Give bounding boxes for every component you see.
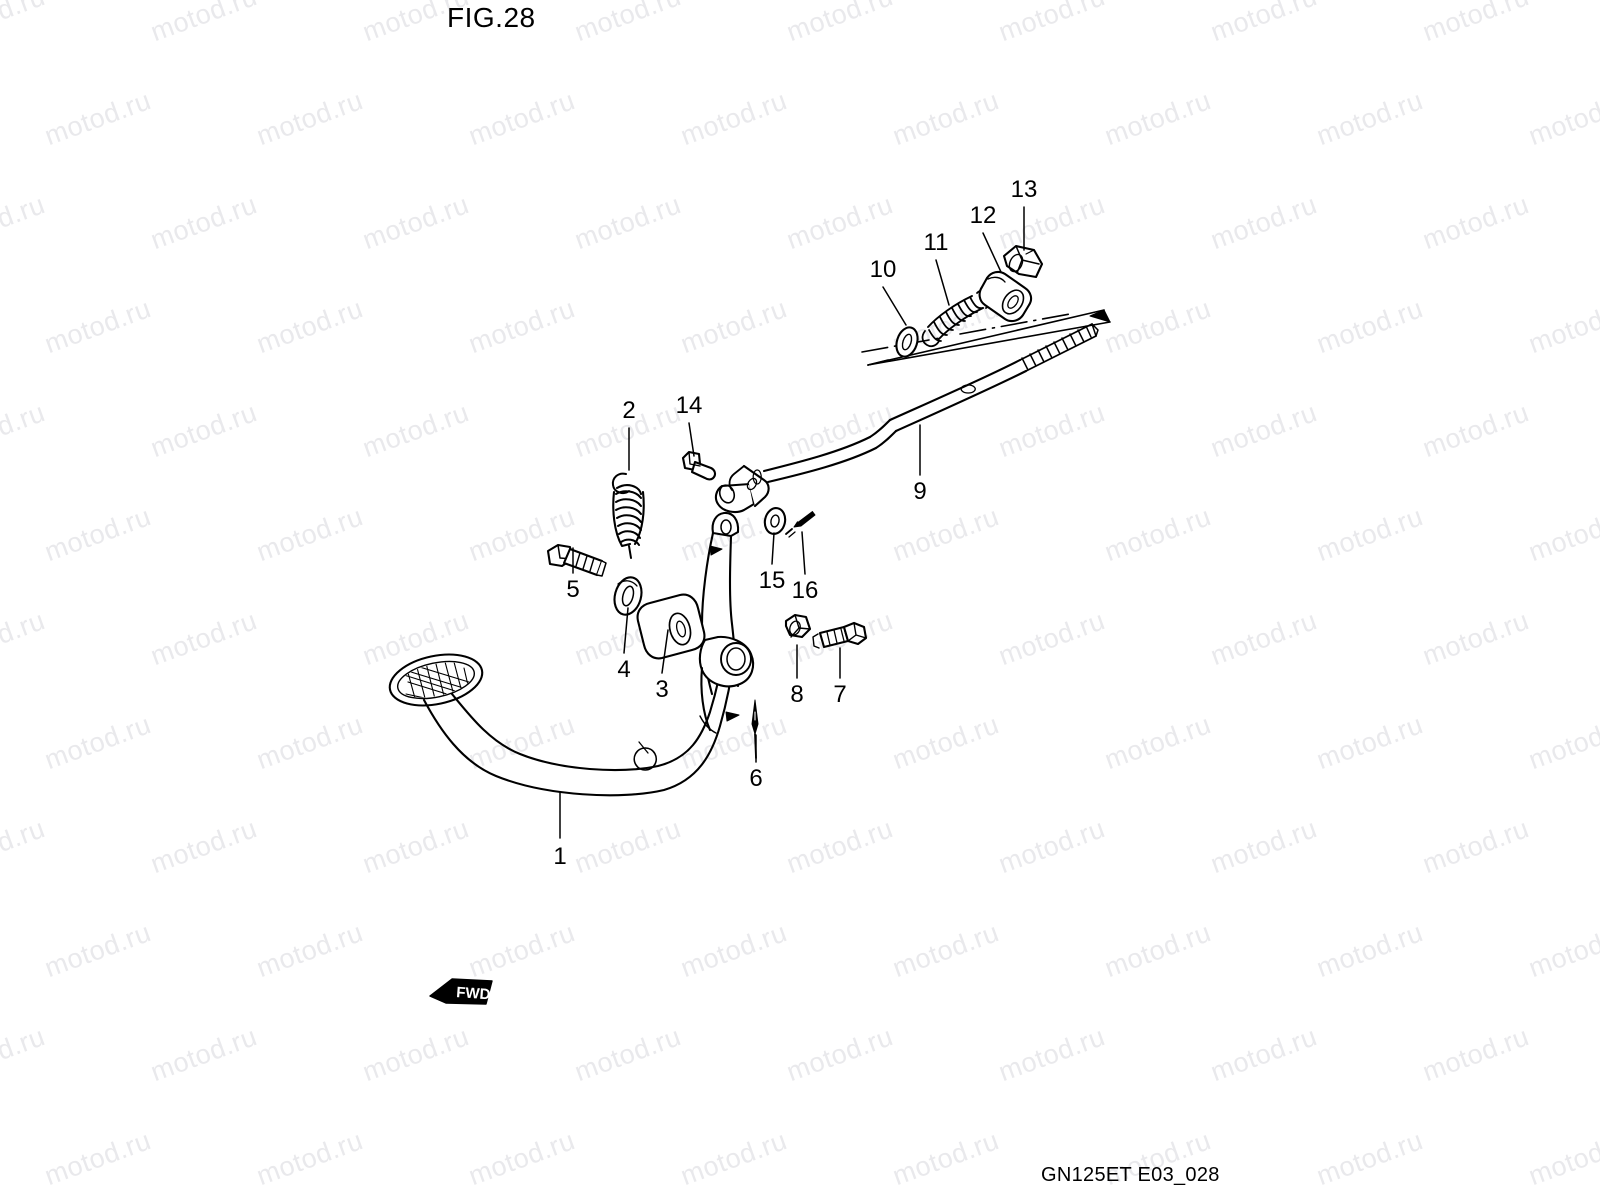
- callout-number-16: 16: [791, 577, 819, 604]
- part-rod-joint: [978, 270, 1033, 323]
- callout-number-6: 6: [749, 765, 763, 792]
- callout-number-12: 12: [969, 202, 997, 229]
- part-spacer-collar: [636, 593, 706, 660]
- part-adjuster-nut: [1002, 244, 1044, 279]
- callout-number-7: 7: [833, 681, 847, 708]
- part-brake-rod: [714, 323, 1099, 514]
- callout-number-10: 10: [869, 256, 897, 283]
- leader-line-12: [982, 232, 1002, 273]
- diagram-code: GN125ET E03_028: [1041, 1164, 1220, 1186]
- callout-number-1: 1: [553, 843, 567, 870]
- page-title: FIG.28: [447, 2, 536, 33]
- part-rod-washer: [895, 326, 919, 358]
- part-return-spring: [611, 472, 645, 559]
- part-pivot-pin: [681, 450, 717, 481]
- part-brake-pedal: [388, 511, 755, 797]
- part-pivot-bolt: [546, 543, 607, 577]
- leader-line-3: [661, 629, 669, 674]
- callout-leader-lines: [559, 206, 1025, 839]
- part-lock-nut: [784, 613, 812, 639]
- leader-line-15: [771, 532, 775, 565]
- part-plain-washer: [613, 576, 643, 616]
- callout-number-3: 3: [655, 676, 669, 703]
- leader-line-11: [935, 259, 950, 306]
- callout-number-4: 4: [617, 656, 631, 683]
- part-stopper-bolt: [812, 621, 868, 649]
- leader-line-4: [623, 607, 629, 654]
- part-cotter-pin-lower: [751, 699, 759, 759]
- callout-number-9: 9: [913, 478, 927, 505]
- part-joint-washer: [763, 507, 787, 535]
- part-cotter-pin-upper: [785, 508, 816, 538]
- callout-number-15: 15: [758, 567, 786, 594]
- callout-number-14: 14: [675, 392, 703, 419]
- leader-line-14: [688, 422, 695, 457]
- callout-number-11: 11: [923, 229, 949, 256]
- leader-line-10: [882, 286, 907, 326]
- callout-number-2: 2: [622, 397, 636, 424]
- forward-direction-badge: FWD: [429, 978, 493, 1005]
- leader-line-16: [801, 531, 806, 575]
- callout-number-5: 5: [566, 576, 580, 603]
- callout-number-8: 8: [790, 681, 804, 708]
- svg-text:FWD: FWD: [456, 984, 491, 1003]
- callout-number-13: 13: [1010, 176, 1038, 203]
